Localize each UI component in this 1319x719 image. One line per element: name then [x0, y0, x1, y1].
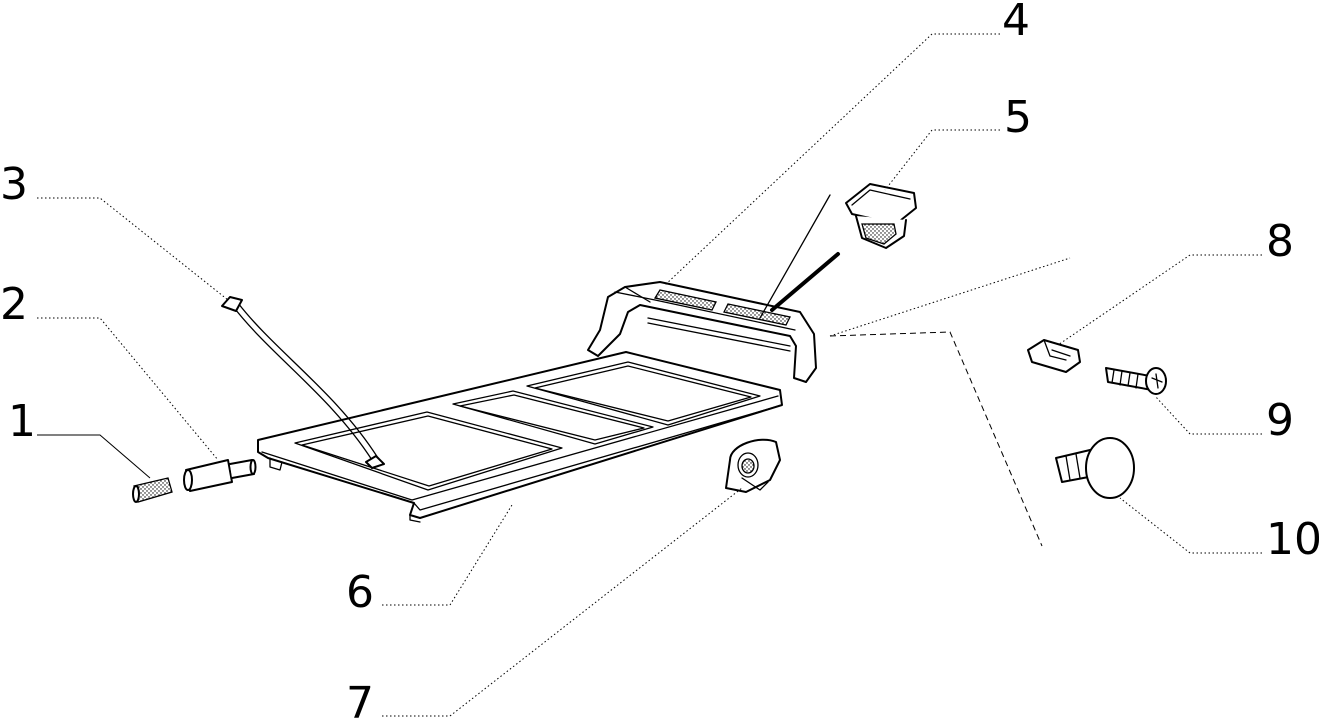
- callout-3: 3: [0, 159, 28, 210]
- part-2-pin: [183, 459, 257, 492]
- leader-lines: [37, 33, 1262, 717]
- part-3-strap-cable: [221, 296, 385, 469]
- part-8-clip-nut: [1027, 339, 1081, 373]
- callout-2: 2: [0, 279, 28, 330]
- part-1-end-cap: [132, 477, 173, 503]
- part-6-parcel-shelf-frame: [257, 351, 783, 523]
- callout-4: 4: [1002, 0, 1030, 46]
- part-7-pivot-bracket: [725, 438, 781, 493]
- callout-9: 9: [1266, 395, 1294, 446]
- callout-1: 1: [8, 396, 36, 447]
- part-9-screw: [1105, 367, 1167, 395]
- callout-10: 10: [1266, 514, 1319, 565]
- callout-5: 5: [1004, 92, 1032, 143]
- part-5-clip: [759, 183, 917, 319]
- part-10-push-rivet: [1055, 437, 1135, 499]
- part-4-support-bracket: [587, 281, 817, 383]
- callout-8: 8: [1266, 216, 1294, 267]
- callout-7: 7: [346, 678, 374, 719]
- callout-6: 6: [346, 567, 374, 618]
